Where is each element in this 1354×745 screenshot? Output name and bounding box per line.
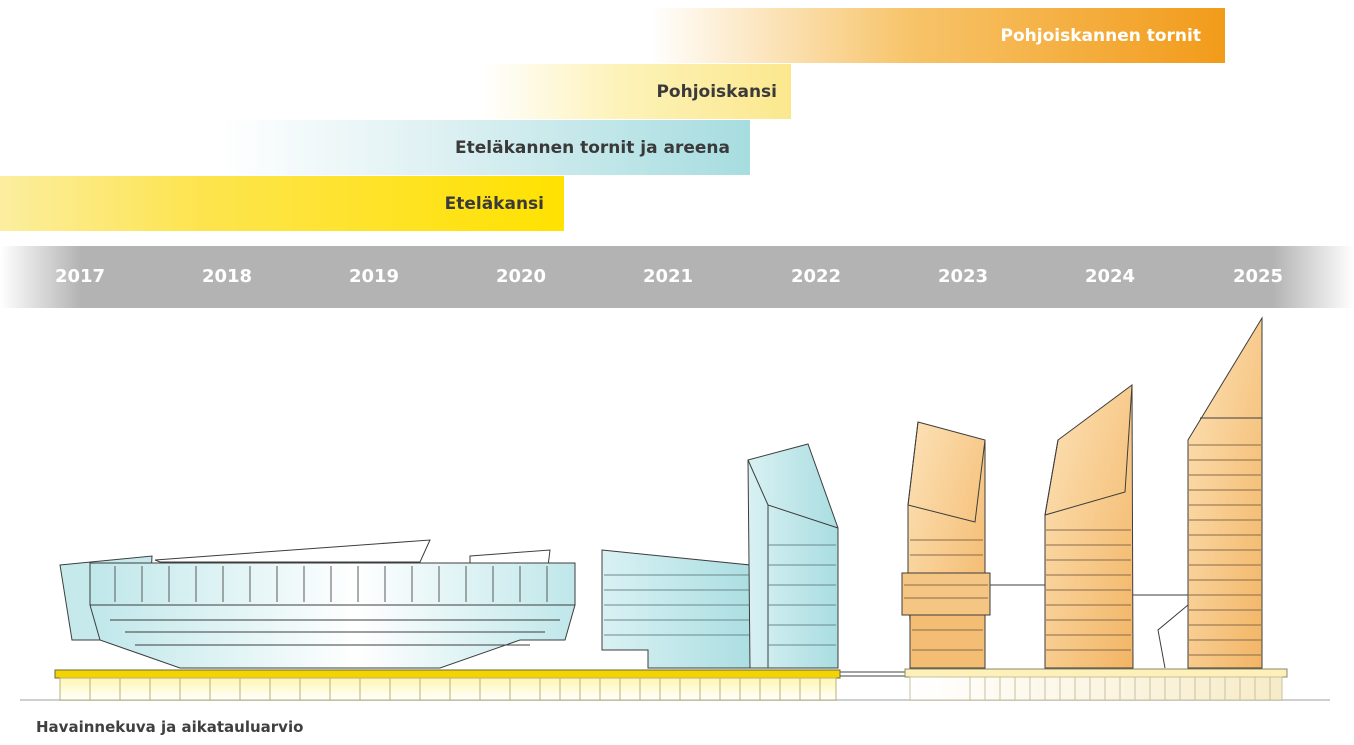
year-label: 2025 bbox=[1232, 266, 1284, 287]
phase-bar-pohjoiskansi: Pohjoiskansi bbox=[480, 64, 791, 119]
year-label: 2018 bbox=[201, 266, 253, 287]
phase-bar-pohjoiskannen-tornit: Pohjoiskannen tornit bbox=[650, 8, 1225, 63]
arena-building bbox=[59, 539, 576, 669]
year-label: 2020 bbox=[495, 266, 547, 287]
skyline-illustration bbox=[20, 316, 1330, 701]
year-label: 2017 bbox=[54, 266, 106, 287]
north-deck bbox=[904, 668, 1288, 701]
year-label: 2019 bbox=[348, 266, 400, 287]
north-tower-2 bbox=[1044, 384, 1134, 669]
year-label: 2024 bbox=[1084, 266, 1136, 287]
phase-label: Eteläkannen tornit ja areena bbox=[455, 137, 730, 158]
south-deck bbox=[54, 669, 841, 701]
phase-label: Pohjoiskansi bbox=[656, 81, 777, 102]
phase-label: Eteläkansi bbox=[444, 193, 544, 214]
caption: Havainnekuva ja aikatauluarvio bbox=[36, 718, 304, 736]
year-label: 2021 bbox=[642, 266, 694, 287]
phase-bar-etelakannen-tornit-ja-areena: Eteläkannen tornit ja areena bbox=[220, 120, 750, 175]
podium-building bbox=[601, 549, 761, 669]
north-tower-3 bbox=[1187, 316, 1263, 669]
year-timeline: 2017 2018 2019 2020 2021 2022 2023 2024 … bbox=[0, 246, 1354, 308]
phase-label: Pohjoiskannen tornit bbox=[1000, 25, 1201, 46]
teal-tower bbox=[747, 443, 839, 669]
north-tower-1 bbox=[901, 421, 991, 669]
year-label: 2022 bbox=[790, 266, 842, 287]
year-label: 2023 bbox=[937, 266, 989, 287]
phase-bar-etelakansi: Eteläkansi bbox=[0, 176, 564, 231]
